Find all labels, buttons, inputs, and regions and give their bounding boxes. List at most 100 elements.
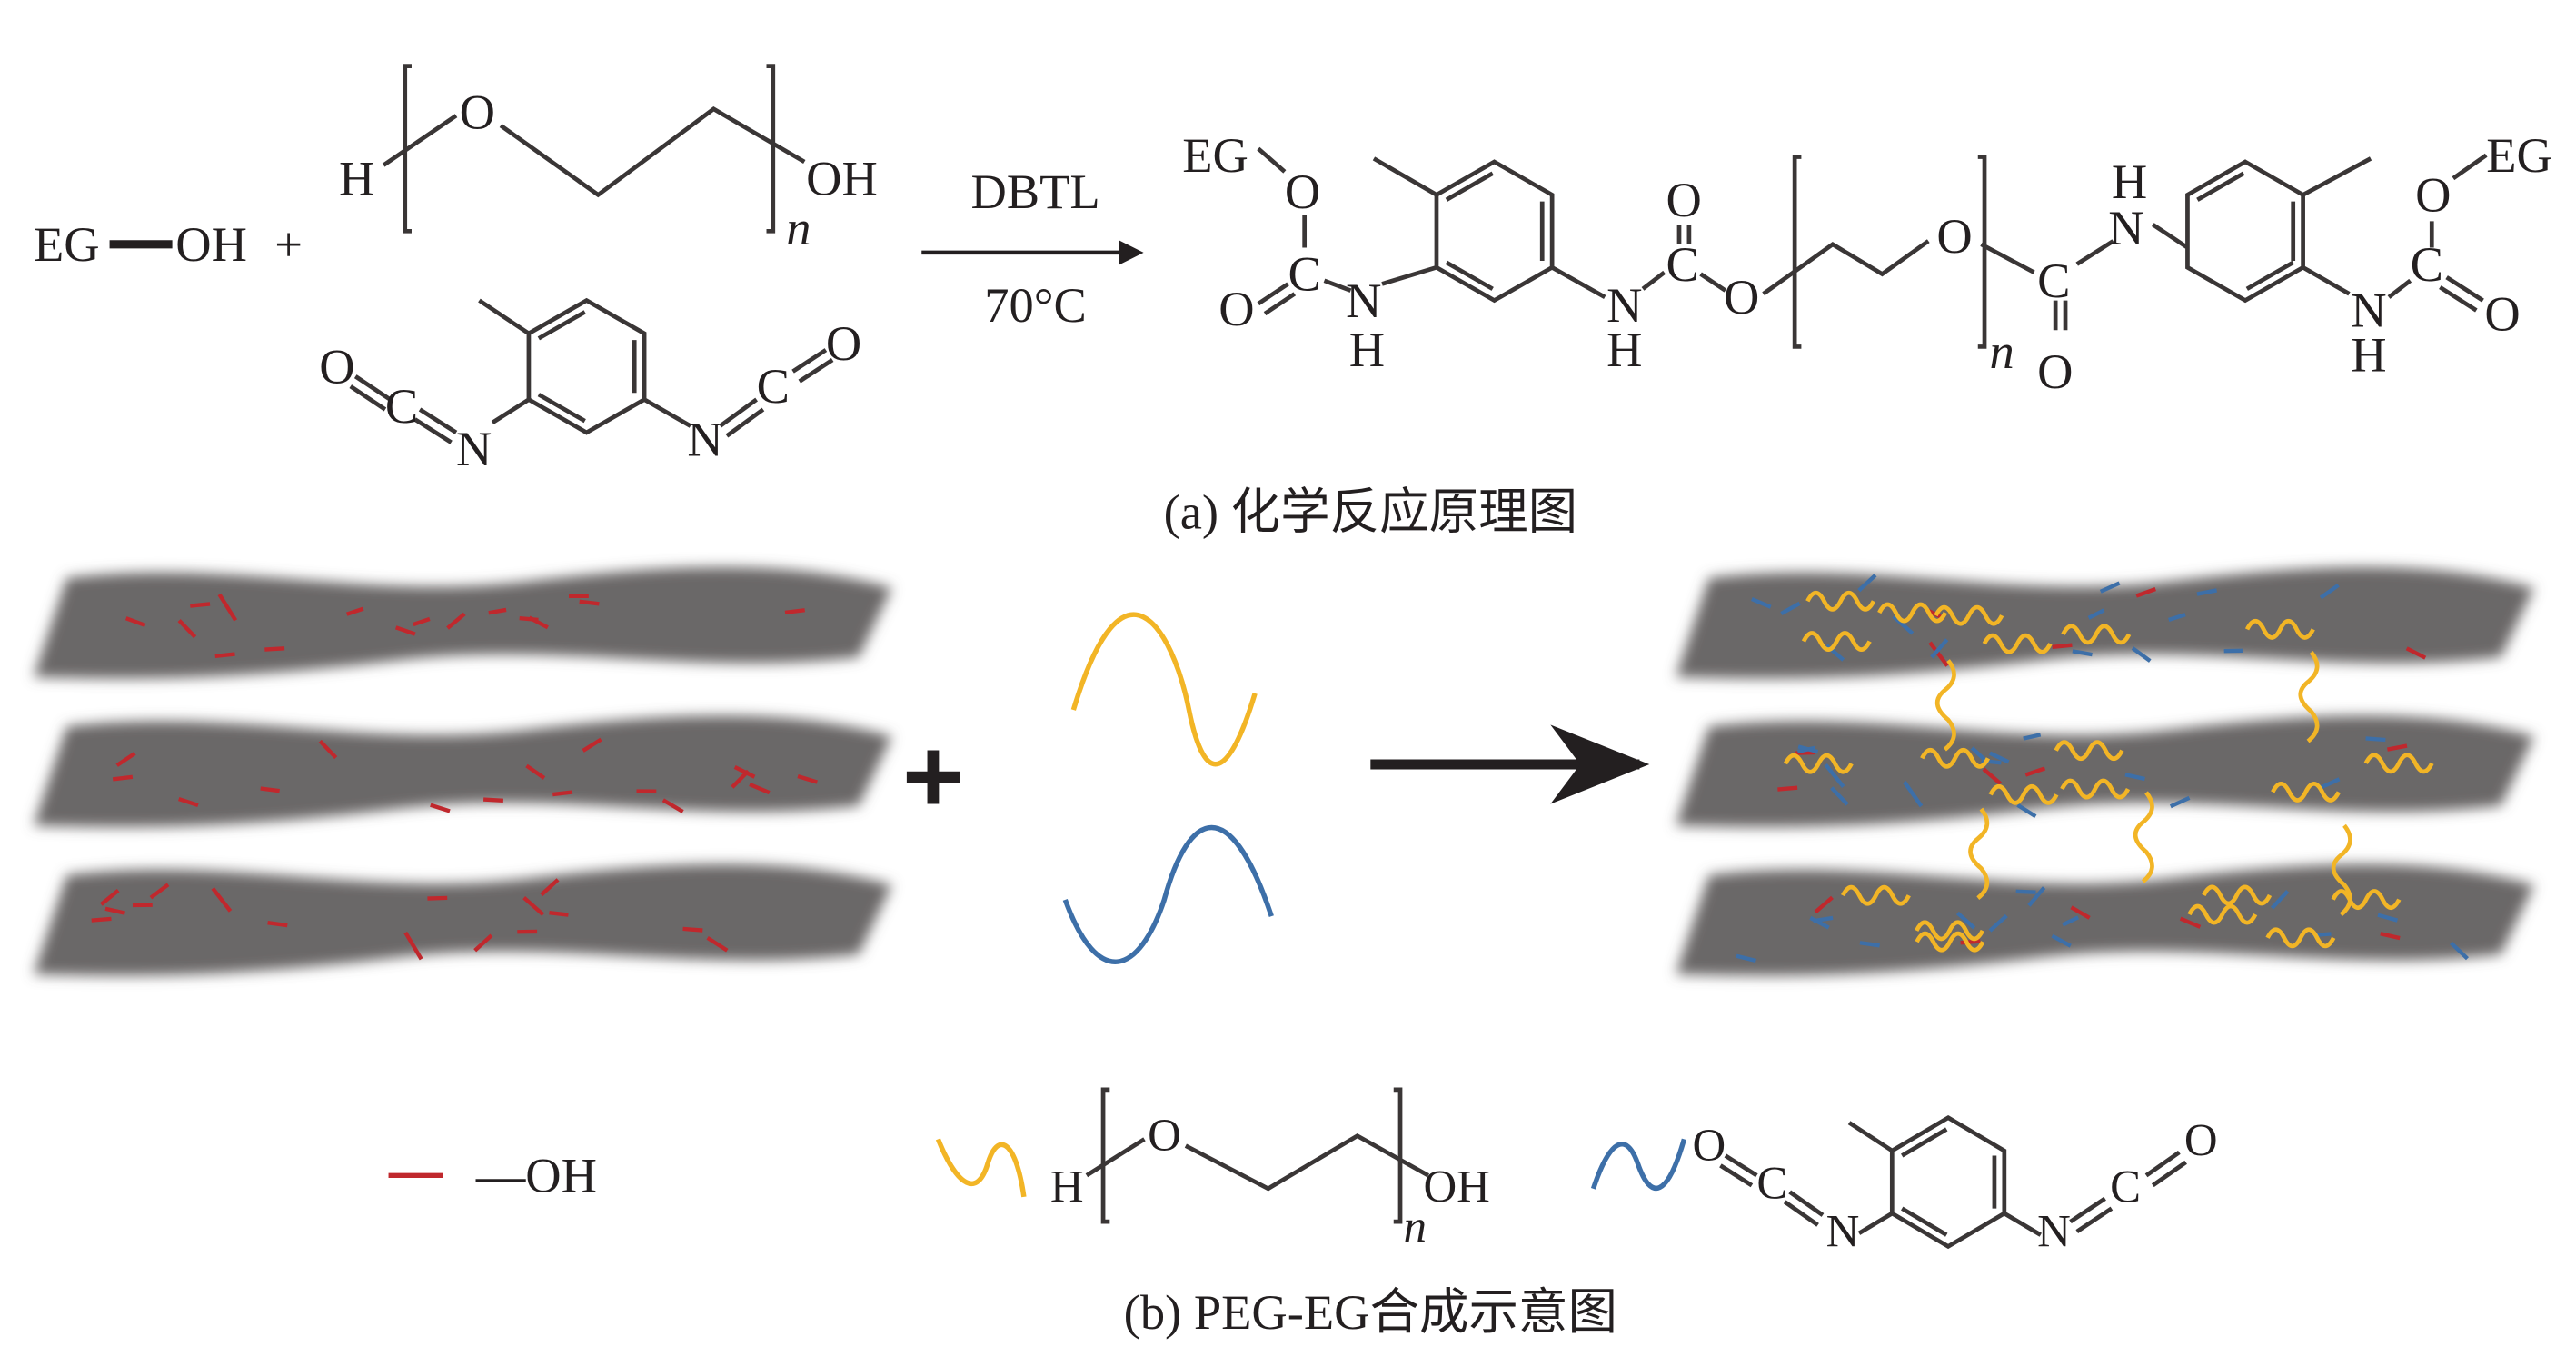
repeat-n: n bbox=[1404, 1201, 1427, 1252]
bonds bbox=[1641, 225, 2114, 331]
tdi-group-icon bbox=[2365, 736, 2386, 743]
tdi-group-icon bbox=[1892, 614, 1915, 635]
peg-chain-icon bbox=[1915, 920, 1984, 942]
hydroxyl-group-icon bbox=[1960, 939, 1981, 945]
hydroxyl-group-icon bbox=[2135, 587, 2157, 598]
graphite-sheet bbox=[34, 863, 892, 976]
hydroxyl-label: —OH bbox=[475, 1147, 597, 1202]
benzene-ring bbox=[478, 297, 692, 435]
o-label: O bbox=[2415, 167, 2451, 223]
tdi-group-icon bbox=[2319, 583, 2340, 600]
peg-chain-icon bbox=[2202, 884, 2273, 906]
c-label: C bbox=[1666, 236, 1698, 292]
o-label: O bbox=[1724, 269, 1759, 324]
eg-sheets-before bbox=[34, 566, 892, 976]
hydroxyl-group-icon bbox=[99, 888, 120, 906]
hydroxyl-group-icon bbox=[482, 797, 504, 803]
tdi-group-icon bbox=[1930, 638, 1949, 659]
hydroxyl-group-icon bbox=[124, 616, 146, 627]
peg-chain-icon bbox=[1805, 590, 1876, 612]
hydroxyl-group-icon bbox=[115, 752, 136, 767]
peg-chain-icon bbox=[1841, 884, 1911, 906]
tdi-group-icon bbox=[2124, 773, 2145, 782]
h-label: H bbox=[2351, 327, 2386, 383]
c-label: C bbox=[757, 358, 790, 414]
hydroxyl-group-icon bbox=[473, 933, 493, 953]
crosslink-chain-icon bbox=[1968, 807, 1990, 900]
hydroxyl-group-icon bbox=[522, 896, 545, 916]
c-label: C bbox=[2411, 236, 2443, 292]
hydroxyl-group-icon bbox=[549, 910, 569, 917]
tdi-group-icon bbox=[1736, 953, 1756, 963]
n-label: N bbox=[1606, 277, 1642, 333]
reaction-scheme: EG OH + H O OH n O C N N C O DBTL bbox=[34, 64, 2552, 539]
o-label: O bbox=[2184, 1114, 2218, 1165]
o-label: O bbox=[826, 315, 861, 371]
hydroxyl-group-icon bbox=[682, 926, 703, 933]
hydroxyl-group-icon bbox=[1982, 767, 2002, 785]
legend-peg-structure: H O OH n bbox=[1050, 1087, 1490, 1252]
peg-chain-icon bbox=[1877, 602, 1948, 624]
caption-b: (b) PEG-EG合成示意图 bbox=[1124, 1284, 1617, 1340]
benzene-ring bbox=[1847, 1114, 2042, 1250]
hydroxyl-group-icon bbox=[427, 895, 448, 901]
peg-chain-icon bbox=[1982, 633, 2053, 654]
h-label: H bbox=[339, 150, 374, 205]
h-label: H bbox=[1349, 322, 1385, 377]
right-bracket bbox=[766, 64, 776, 234]
c-label: C bbox=[385, 378, 418, 434]
oh-label: OH bbox=[175, 216, 247, 272]
n-label: N bbox=[687, 411, 722, 466]
legend-tdi-structure: O C N N C O bbox=[1693, 1114, 2218, 1256]
o-label: O bbox=[460, 85, 495, 140]
o-label: O bbox=[1666, 172, 1701, 227]
tdi-group-icon bbox=[1988, 913, 2008, 933]
hydroxyl-group-icon bbox=[264, 646, 285, 652]
hydroxyl-group-icon bbox=[214, 652, 235, 659]
o-label: O bbox=[1693, 1120, 1726, 1171]
tdi-group-icon bbox=[1780, 601, 1801, 615]
hydroxyl-group-icon bbox=[552, 790, 573, 797]
tdi-group-icon bbox=[2270, 890, 2290, 910]
tdi-swatch-icon bbox=[1590, 1138, 1687, 1192]
tdi-group-icon bbox=[2051, 933, 2072, 948]
tdi-group-icon bbox=[2319, 777, 2341, 790]
c-label: C bbox=[2037, 253, 2070, 308]
tdi-group-icon bbox=[1830, 786, 1849, 806]
hydroxyl-group-icon bbox=[318, 739, 338, 760]
bonds bbox=[2387, 153, 2488, 313]
peg-chain-icon bbox=[2244, 619, 2315, 640]
hydroxyl-group-icon bbox=[784, 608, 805, 615]
tdi-group-icon bbox=[2168, 613, 2186, 622]
hydroxyl-group-icon bbox=[91, 916, 112, 923]
hydroxyl-group-icon bbox=[178, 797, 199, 808]
h-label: H bbox=[2112, 154, 2147, 209]
hydroxyl-group-icon bbox=[2179, 916, 2202, 929]
o-label: O bbox=[2037, 344, 2073, 399]
graphite-sheet bbox=[34, 715, 892, 828]
tdi-group-icon bbox=[1903, 781, 1924, 808]
ethylene-chain bbox=[1085, 1133, 1430, 1192]
hydroxyl-group-icon bbox=[2052, 643, 2073, 649]
crosslink-chain-icon bbox=[2133, 791, 2154, 883]
peg-chain-icon bbox=[1920, 747, 1991, 769]
peg-swatch-icon bbox=[935, 1138, 1027, 1198]
hydroxyl-group-icon bbox=[525, 763, 546, 780]
hydroxyl-group-icon bbox=[413, 616, 431, 627]
graphite-sheet bbox=[1676, 715, 2534, 828]
tdi-group-icon bbox=[2087, 608, 2105, 620]
tdi-group-icon bbox=[1797, 744, 1819, 754]
tdi-group-icon bbox=[2062, 915, 2080, 927]
repeat-brackets bbox=[1792, 155, 1987, 349]
hydroxyl-group-icon bbox=[1777, 785, 1798, 792]
hydroxyl-group-icon bbox=[149, 883, 170, 900]
repeat-n: n bbox=[786, 200, 811, 255]
peg-chain-icon bbox=[1988, 783, 2059, 805]
catalyst-label: DBTL bbox=[970, 164, 1099, 219]
n-label: N bbox=[456, 421, 492, 476]
crosslink-chain-icon bbox=[1934, 659, 1956, 752]
plus-sign: + bbox=[274, 216, 303, 272]
benzene-ring bbox=[2151, 156, 2372, 304]
reaction-arrow: DBTL 70°C bbox=[921, 164, 1144, 333]
c-label: C bbox=[1756, 1158, 1787, 1209]
